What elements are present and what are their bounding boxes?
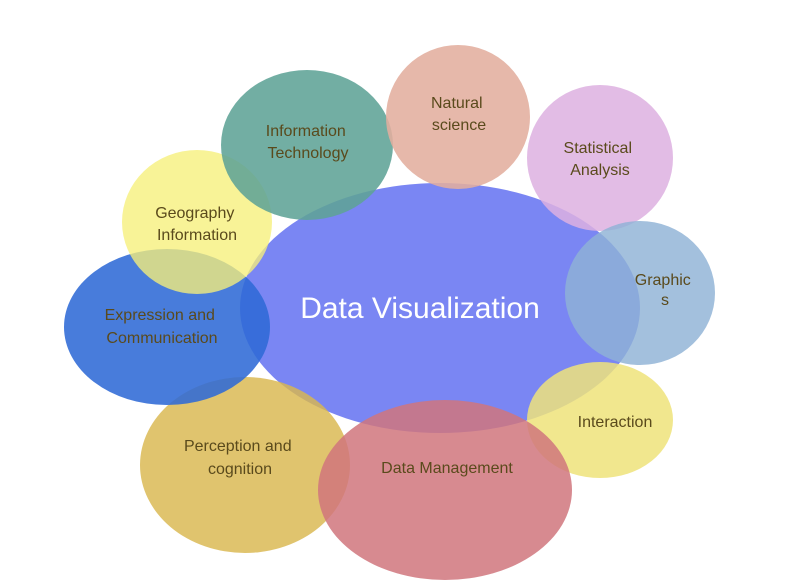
label-statistical-analysis: Statistical Analysis xyxy=(564,140,637,179)
ellipse-data-management xyxy=(318,400,572,580)
ellipse-perception-and-cognition xyxy=(140,377,350,553)
center-label: Data Visualization xyxy=(300,292,540,325)
ellipse-natural-science xyxy=(386,45,530,189)
label-expression-and-communication: Expression and Communication xyxy=(105,307,220,347)
center-ellipse-data-visualization xyxy=(240,183,640,433)
ellipse-statistical-analysis xyxy=(527,85,673,231)
label-information-technology: Information Technology xyxy=(266,123,351,162)
ellipse-information-technology xyxy=(221,70,393,220)
label-interaction: Interaction xyxy=(578,414,653,431)
label-graphics: Graphic s xyxy=(635,272,695,309)
label-geography-information: Geography Information xyxy=(155,205,239,244)
ellipse-interaction xyxy=(527,362,673,478)
ellipse-graphics xyxy=(565,221,715,365)
label-perception-and-cognition: Perception and cognition xyxy=(184,438,296,478)
label-natural-science: Natural science xyxy=(431,95,487,134)
ellipse-geography-information xyxy=(122,150,272,294)
label-data-management: Data Management xyxy=(381,460,513,477)
